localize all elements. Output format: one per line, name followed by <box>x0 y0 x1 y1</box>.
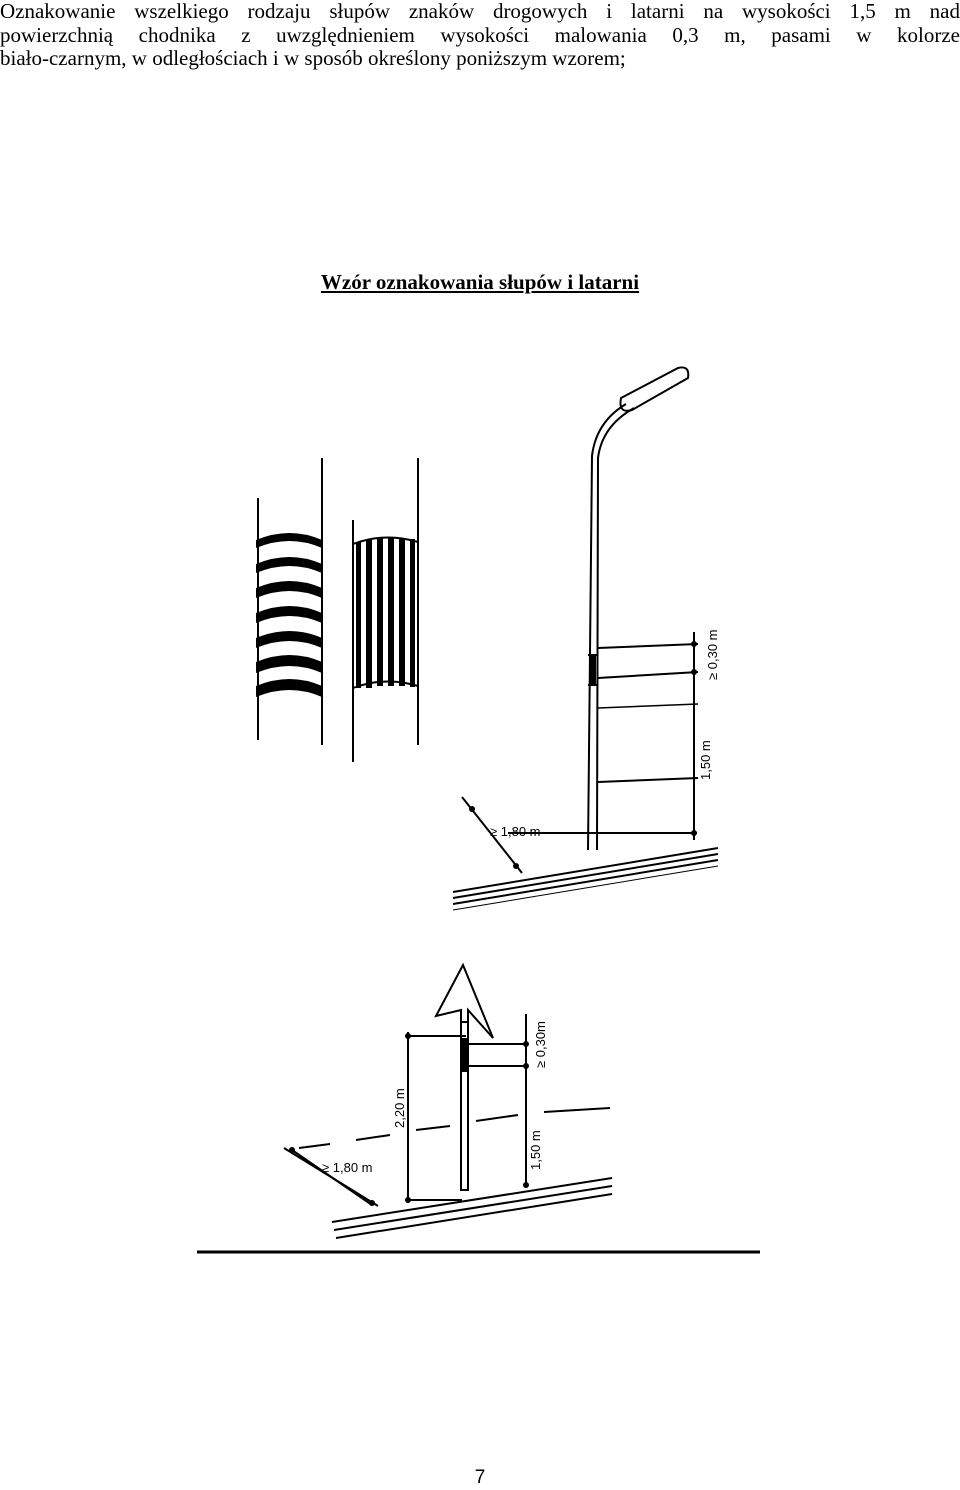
lamp-distance-label: ≥ 1,80 m <box>490 824 541 839</box>
page-number: 7 <box>474 1467 486 1488</box>
sign-distance-label: ≥ 1,80 m <box>322 1160 373 1175</box>
figure-caption: Wzór oznakowania słupów i latarni <box>320 270 640 294</box>
lamp-dimension-ticks <box>469 641 697 869</box>
pole-vertical-stripes <box>352 458 419 762</box>
paragraph-line-2: powierzchnią chodnika z uwzględnieniem w… <box>0 22 960 47</box>
lamp-pole-height-label: 1,50 m <box>698 740 713 780</box>
sign-dimension-ticks <box>289 1033 529 1206</box>
sign-mark-height-label: ≥ 0,30m <box>533 1021 548 1068</box>
paragraph-line-1: Oznakowanie wszelkiego rodzaju słupów zn… <box>0 0 960 23</box>
intro-paragraph: Oznakowanie wszelkiego rodzaju słupów zn… <box>0 0 960 71</box>
sign-total-height-label: 2,20 m <box>392 1088 407 1128</box>
lamp-mark-height-label: ≥ 0,30 m <box>705 630 720 681</box>
sign-pole-height-label: 1,50 m <box>528 1130 543 1170</box>
paragraph-line-3: biało-czarnym, w odległościach i w sposó… <box>0 46 626 70</box>
road-sign <box>283 962 613 1239</box>
pole-horizontal-stripes <box>256 458 323 745</box>
